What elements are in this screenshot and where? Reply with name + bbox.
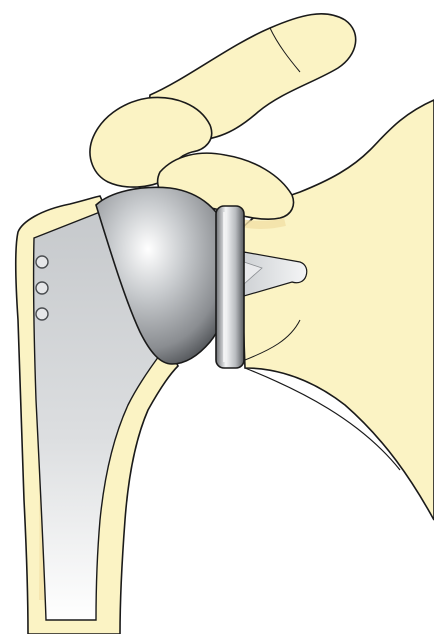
stem-hole-icon <box>36 308 48 320</box>
stem-hole-icon <box>36 256 48 268</box>
scapula <box>240 100 434 520</box>
stem-hole-icon <box>36 282 48 294</box>
glenoid-component <box>216 206 244 368</box>
